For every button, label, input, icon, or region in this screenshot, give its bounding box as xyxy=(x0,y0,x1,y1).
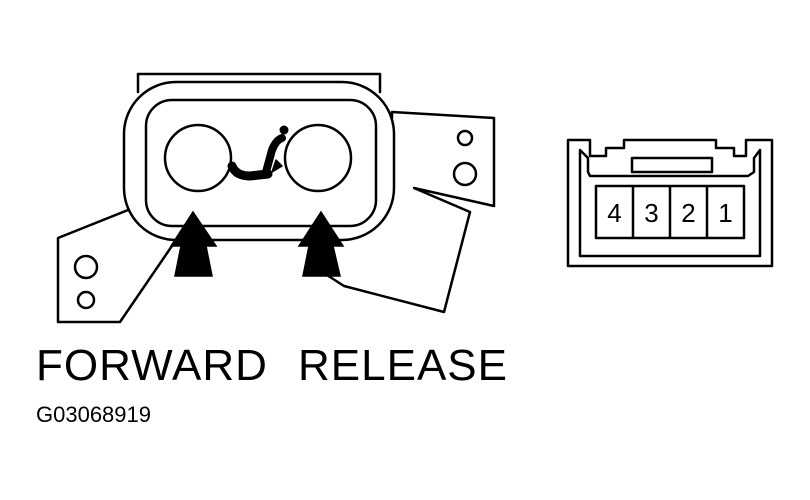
bracket-hole-lower-right xyxy=(452,161,478,187)
release-label: RELEASE xyxy=(298,341,508,390)
switch-recess xyxy=(144,98,378,228)
connector-latch xyxy=(630,156,714,174)
release-button[interactable] xyxy=(283,123,353,193)
connector-housing xyxy=(566,138,774,268)
pin-label: 1 xyxy=(718,198,732,228)
figure-code: G03068919 xyxy=(36,402,151,427)
right-mounting-bracket xyxy=(306,110,496,314)
switch-base-plate xyxy=(136,72,382,94)
pin-label: 4 xyxy=(607,198,621,228)
forward-button[interactable] xyxy=(163,123,233,193)
bracket-hole-upper-left xyxy=(73,254,99,280)
forward-label: FORWARD xyxy=(36,341,268,390)
release-arrow xyxy=(297,210,345,277)
bracket-hole-lower-left xyxy=(76,290,96,310)
pin-label: 2 xyxy=(681,198,695,228)
bracket-hole-upper-right xyxy=(456,129,474,147)
connector-inner-frame xyxy=(578,148,762,258)
forward-arrow xyxy=(169,210,218,277)
seat-icon xyxy=(227,125,289,181)
pin-label: 3 xyxy=(644,198,658,228)
